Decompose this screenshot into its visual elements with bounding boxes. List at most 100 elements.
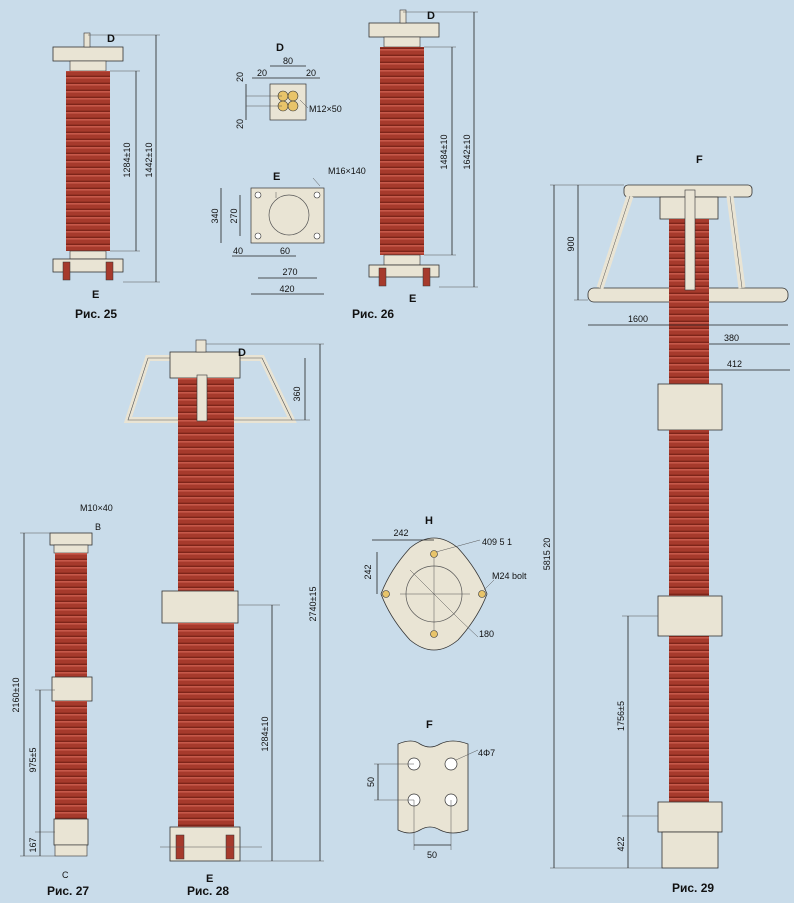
detail-h-title: H [425,515,433,527]
detail-h: H 242 242 409 5 1 M24 bolt 180 [363,515,527,651]
fig25-housing [66,71,110,251]
fig28-stem [196,374,208,422]
fig27-bottom-flange [53,818,89,846]
fig29-housing-2 [669,430,709,596]
fig25-terminal [83,32,91,48]
fig29-dim-bottom: 422 [616,836,626,851]
fig27-housing-lower [55,701,87,819]
fig29-caption: Рис. 29 [672,881,714,895]
fig29-dim-ring-d: 1600 [628,314,648,324]
detail-e: E 340 270 40 60 270 420 M16×140 [210,166,366,295]
fig25-bottom-cap [69,250,107,260]
fig27-top-cap [53,544,89,554]
detail-f: F 50 50 4Φ7 [366,719,495,860]
fig26-caption: Рис. 26 [352,307,394,321]
detail-d-w-total: 80 [283,56,293,66]
fig25-top-cap [69,60,107,72]
fig26-insulator-right [422,267,431,287]
fig28-label-e: E [206,873,213,885]
detail-d-plate [269,83,307,121]
figure-29: F 900 1600 380 412 5815 20 1756±5 422 Ри… [542,154,790,895]
detail-f-title: F [426,719,433,731]
fig26-label-e: E [409,293,416,305]
fig26-bottom-flange [368,264,440,278]
detail-h-bolt: M24 bolt [492,571,527,581]
fig29-dim-ring-h: 900 [566,236,576,251]
detail-d-h-bottom: 20 [235,119,245,129]
fig25-dim-body: 1284±10 [122,143,132,178]
fig26-dim-body: 1484±10 [439,135,449,170]
fig27-top-flange [49,532,93,546]
fig26-housing [380,47,424,255]
fig27-housing-upper [55,553,87,677]
fig26-label-d: D [427,10,435,22]
detail-f-holes: 4Φ7 [478,748,495,758]
detail-f-h: 50 [366,777,376,787]
fig26-top-flange [368,22,440,38]
fig28-top-flange [169,351,241,379]
fig29-stem [684,189,696,291]
fig27-dim-mid: 975±5 [28,748,38,773]
fig27-caption: Рис. 27 [47,884,89,898]
detail-e-base [250,187,325,244]
fig26-terminal [399,9,407,24]
fig25-bottom-flange [52,258,124,273]
detail-h-pcd: 409 5 1 [482,537,512,547]
detail-e-w-inner: 270 [282,267,297,277]
fig27-label-c: C [62,870,69,880]
fig29-dim-total: 5815 20 [542,538,552,571]
fig28-caption: Рис. 28 [187,884,229,898]
fig27-mid-flange [51,676,93,702]
fig29-dim-d2: 412 [727,359,742,369]
detail-e-w-outer: 420 [279,284,294,294]
fig29-dim-mid: 1756±5 [616,701,626,731]
fig25-caption: Рис. 25 [75,307,117,321]
fig28-dim-body: 1284±10 [260,717,270,752]
detail-h-w: 242 [393,528,408,538]
figure-28: D E 360 2740±15 1284±10 Рис. 28 [123,339,324,898]
fig29-housing-3 [669,636,709,802]
fig28-terminal [195,339,207,353]
detail-d-w-left: 20 [257,68,267,78]
fig26-insulator-left [378,267,387,287]
fig28-label-d: D [238,347,246,359]
detail-h-h: 242 [363,564,373,579]
fig27-label-b: B [95,522,101,532]
detail-d-bolt: M12×50 [309,104,342,114]
fig27-base [54,844,88,857]
detail-e-h-inner: 270 [229,208,239,223]
fig25-insulator-right [105,261,114,281]
fig29-dim-d1: 380 [724,333,739,343]
detail-e-w-mid: 60 [280,246,290,256]
fig26-bottom-cap [383,254,421,266]
fig28-housing-lower [178,623,234,827]
detail-f-w: 50 [427,850,437,860]
fig29-flange-3 [657,595,723,637]
detail-d-h-top: 20 [235,72,245,82]
figure-27: M10×40 B C 2160±10 975±5 167 Рис. 27 [11,503,113,898]
detail-d-w-right: 20 [306,68,316,78]
fig29-flange-2 [657,383,723,431]
fig27-bolt: M10×40 [80,503,113,513]
detail-e-h-outer: 340 [210,208,220,223]
fig28-dim-total: 2740±15 [308,587,318,622]
detail-e-bolt: M16×140 [328,166,366,176]
fig29-flange-4 [657,801,723,833]
detail-d-title: D [276,42,284,54]
fig25-insulator-left [62,261,71,281]
detail-e-w-side: 40 [233,246,243,256]
fig26-dim-total: 1642±10 [462,135,472,170]
detail-d: D 80 20 20 20 20 M12×50 [235,42,342,129]
fig25-dim-total: 1442±10 [144,143,154,178]
fig25-top-flange [52,46,124,62]
fig25-label-d: D [107,33,115,45]
figure-26: D E 1484±10 1642±10 Рис. 26 [352,9,478,321]
fig27-dim-total: 2160±10 [11,678,21,713]
fig28-dim-ring: 360 [292,386,302,401]
fig28-mid-flange [161,590,239,624]
figure-25: D E 1284±10 1442±10 Рис. 25 [52,32,160,321]
fig29-label-f: F [696,154,703,166]
detail-e-title: E [273,171,280,183]
fig29-base [661,831,719,869]
